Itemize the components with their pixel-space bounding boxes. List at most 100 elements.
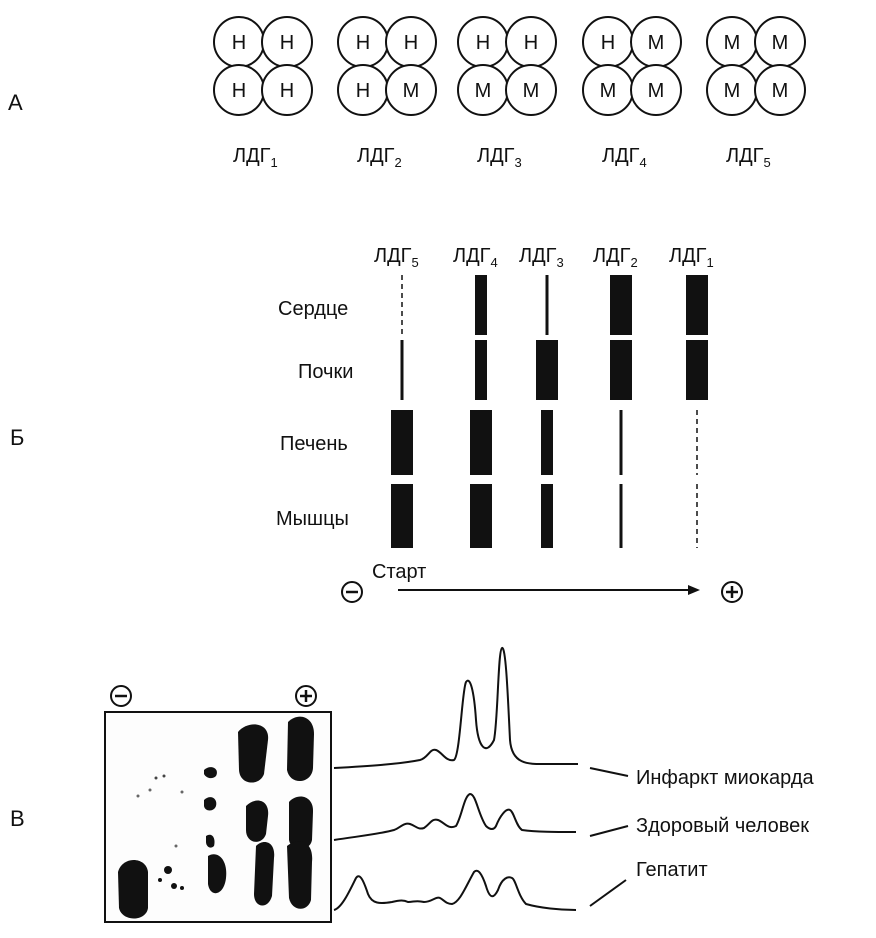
column-header-subscript: 1 — [707, 255, 714, 270]
leader-line-hepatitis — [589, 879, 627, 907]
isoform-label: ЛДГ4 — [602, 145, 647, 170]
gel-spot — [254, 842, 275, 906]
section-c-letter: В — [10, 806, 25, 831]
subunit-letter: Н — [476, 32, 490, 54]
ldh-tetramer: М М М М — [706, 16, 806, 116]
electrophoresis-band — [470, 484, 492, 548]
column-header: ЛДГ2 — [593, 245, 638, 270]
electrophoresis-band — [536, 340, 558, 400]
column-header-subscript: 5 — [412, 255, 419, 270]
gel-speck — [180, 790, 184, 794]
electrophoresis-bands — [391, 275, 708, 548]
electrophoresis-band — [686, 275, 708, 335]
isoform-label-subscript: 4 — [640, 155, 647, 170]
gel-speck — [171, 883, 177, 889]
gel-spot — [289, 796, 314, 849]
electrophoresis-band — [610, 275, 632, 335]
gel-photo — [104, 711, 332, 923]
trace-label-healthy: Здоровый человек — [636, 815, 809, 837]
start-arrow: Старт — [372, 561, 700, 595]
electrophoresis-band — [475, 275, 487, 335]
subunit-letter: Н — [232, 32, 246, 54]
isoform-label: ЛДГ2 — [357, 145, 402, 170]
column-header: ЛДГ5 — [374, 245, 419, 270]
subunit-circle — [385, 64, 437, 116]
leader-line-infarction — [589, 767, 629, 777]
subunit-letter: М — [523, 80, 540, 102]
tissue-label-liver: Печень — [280, 433, 348, 455]
tissue-label-muscle: Мышцы — [276, 508, 349, 530]
electrophoresis-band — [475, 340, 487, 400]
isoform-label: ЛДГ3 — [477, 145, 522, 170]
tissue-label-heart: Сердце — [278, 298, 348, 320]
subunit-circle — [754, 64, 806, 116]
gel-spot — [118, 860, 148, 919]
trace-hepatitis — [333, 869, 577, 911]
migration-arrow-head — [688, 585, 700, 595]
trace-label-infarction: Инфаркт миокарда — [636, 767, 815, 789]
gel-spot — [208, 854, 227, 894]
start-label: Старт — [372, 561, 426, 583]
electrophoresis-band — [541, 410, 553, 475]
trace-healthy-person — [333, 792, 577, 841]
subunit-letter: М — [600, 80, 617, 102]
gel-speck — [162, 774, 166, 778]
subunit-letter: М — [403, 80, 420, 102]
gel-speck — [154, 776, 158, 780]
subunit-letter: М — [772, 32, 789, 54]
gel-spot — [204, 767, 217, 779]
gel-spot — [287, 716, 314, 782]
gel-spot — [238, 724, 269, 783]
gel-spot — [287, 841, 313, 909]
subunit-letter: М — [772, 80, 789, 102]
electrophoresis-band — [619, 484, 623, 548]
section-b-letter: Б — [10, 425, 24, 450]
column-header: ЛДГ3 — [519, 245, 564, 270]
electrophoresis-band — [391, 484, 413, 548]
subunit-circle — [630, 64, 682, 116]
trace-label-hepatitis: Гепатит — [636, 859, 708, 881]
isoform-label-subscript: 5 — [764, 155, 771, 170]
gel-plus-icon — [295, 685, 317, 707]
subunit-circle — [261, 64, 313, 116]
electrophoresis-band — [541, 484, 553, 548]
electrophoresis-band — [619, 410, 623, 475]
subunit-letter: Н — [280, 80, 294, 102]
subunit-letter: М — [724, 32, 741, 54]
gel-speck — [180, 886, 184, 890]
isoform-label: ЛДГ5 — [726, 145, 771, 170]
subunit-circle — [505, 64, 557, 116]
column-header-subscript: 3 — [557, 255, 564, 270]
gel-speck — [164, 866, 172, 874]
trace-myocardial-infarction — [333, 646, 578, 769]
column-header-subscript: 2 — [631, 255, 638, 270]
electrophoresis-band — [545, 275, 549, 335]
column-header: ЛДГ4 — [453, 245, 498, 270]
electrophoresis-band — [391, 410, 413, 475]
gel-spot — [206, 834, 215, 848]
gel-spot — [246, 800, 269, 842]
densitometry-traces — [333, 646, 629, 911]
subunit-letter: М — [724, 80, 741, 102]
electrophoresis-band — [400, 340, 404, 400]
gel-minus-icon — [110, 685, 132, 707]
subunit-letter: М — [475, 80, 492, 102]
electrophoresis-band — [470, 410, 492, 475]
isoform-label-subscript: 2 — [395, 155, 402, 170]
electrophoresis-band — [686, 340, 708, 400]
tissue-labels: Сердце Почки Печень Мышцы — [276, 298, 353, 530]
subunit-letter: Н — [356, 32, 370, 54]
tissue-label-kidneys: Почки — [298, 361, 353, 383]
isoform-label-subscript: 3 — [515, 155, 522, 170]
subunit-letter: Н — [404, 32, 418, 54]
anode-icon — [721, 581, 743, 603]
gel-speck — [174, 844, 178, 848]
